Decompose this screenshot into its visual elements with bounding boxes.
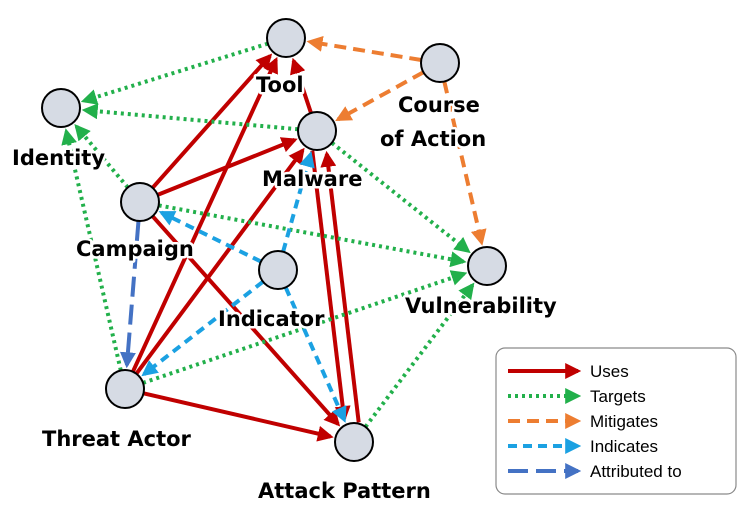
edge-targets-threat-actor-to-identity (61, 128, 123, 371)
edges-layer (61, 35, 487, 442)
identity-node (41, 88, 81, 128)
vulnerability-node (467, 246, 507, 286)
edge-indicates-indicator-to-attack-pattern (283, 286, 347, 423)
legend-box (495, 347, 737, 495)
edge-uses-attack-pattern-to-malware (320, 150, 361, 423)
identity-label: Identity (12, 146, 105, 170)
edge-uses-threat-actor-to-attack-pattern (143, 391, 334, 442)
edge-mitigates-course-of_action-to-vulnerability (442, 81, 487, 246)
course-of-action-label-line1: Course (398, 93, 480, 117)
course-of-action-label-line2: of Action (380, 127, 486, 151)
edge-indicates-indicator-to-campaign (158, 210, 262, 264)
edge-attributed-to-campaign-to-threat-actor (119, 220, 141, 369)
legend-label-targets: Targets (590, 387, 646, 406)
edge-targets-campaign-to-vulnerability (158, 203, 467, 268)
edge-targets-threat-actor-to-vulnerability (142, 270, 468, 385)
legend: Uses Targets Mitigates Indicates Attribu… (495, 347, 737, 495)
campaign-node (120, 182, 160, 222)
tool-label: Tool (256, 73, 304, 97)
course-of-action-node (420, 43, 460, 83)
edge-uses-threat-actor-to-malware (134, 147, 305, 375)
tool-node (266, 18, 306, 58)
attack-pattern-label: Attack Pattern (258, 479, 431, 503)
indicator-label: Indicator (218, 307, 325, 331)
campaign-label: Campaign (76, 237, 194, 261)
edge-uses-malware-to-tool (290, 57, 313, 114)
edge-indicates-indicator-to-threat-actor (141, 280, 265, 377)
edge-uses-campaign-to-attack-pattern (151, 214, 341, 427)
threat-actor-label: Threat Actor (42, 427, 192, 451)
legend-label-attributed-to: Attributed to (590, 462, 682, 481)
edge-mitigates-course-of_action-to-malware (335, 70, 425, 122)
legend-label-mitigates: Mitigates (590, 412, 658, 431)
vulnerability-label: Vulnerability (405, 294, 557, 318)
malware-label: Malware (262, 167, 362, 191)
edge-uses-campaign-to-tool (151, 53, 273, 190)
edge-mitigates-course-of_action-to-tool (306, 35, 422, 62)
legend-label-indicates: Indicates (590, 437, 658, 456)
edge-uses-threat-actor-to-tool (131, 56, 278, 373)
edge-targets-tool-to-identity (80, 41, 269, 105)
edge-targets-malware-to-vulnerability (330, 141, 471, 254)
legend-label-uses: Uses (590, 362, 629, 381)
edge-targets-malware-to-identity (81, 103, 299, 132)
labels-layer: Tool Course of Action Identity Malware C… (10, 71, 560, 506)
edge-indicates-indicator-to-malware (281, 151, 315, 253)
attack-pattern-node (334, 422, 374, 462)
threat-actor-node (105, 369, 145, 409)
edge-uses-malware-to-attack-pattern (310, 150, 351, 423)
malware-node (297, 111, 337, 151)
indicator-node (258, 250, 298, 290)
nodes-layer (41, 18, 507, 462)
edge-targets-attack-pattern-to-vulnerability (363, 282, 475, 429)
